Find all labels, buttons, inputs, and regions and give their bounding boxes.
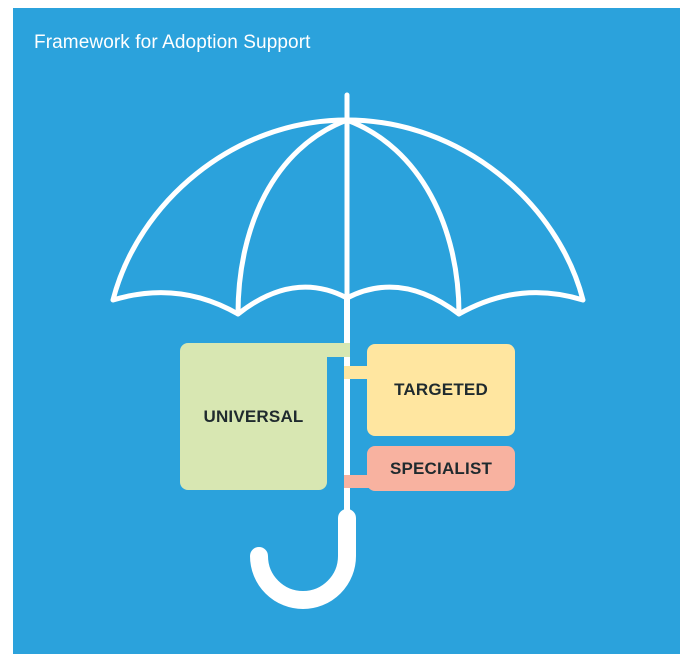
specialist-connector	[344, 475, 374, 488]
targeted-box: TARGETED	[367, 344, 515, 436]
umbrella-icon	[110, 92, 586, 609]
targeted-label: TARGETED	[394, 380, 488, 399]
targeted-connector	[344, 366, 374, 379]
specialist-box: SPECIALIST	[367, 446, 515, 491]
umbrella-handle	[250, 509, 356, 609]
umbrella-rib-left	[235, 117, 350, 317]
universal-label: UNIVERSAL	[203, 406, 304, 426]
diagram-title: Framework for Adoption Support	[34, 32, 311, 53]
umbrella-rib-right	[344, 117, 462, 317]
universal-box: UNIVERSAL	[180, 343, 327, 490]
diagram-panel: Framework for Adoption Support UNIVERSAL…	[13, 8, 680, 654]
specialist-label: SPECIALIST	[389, 458, 493, 478]
